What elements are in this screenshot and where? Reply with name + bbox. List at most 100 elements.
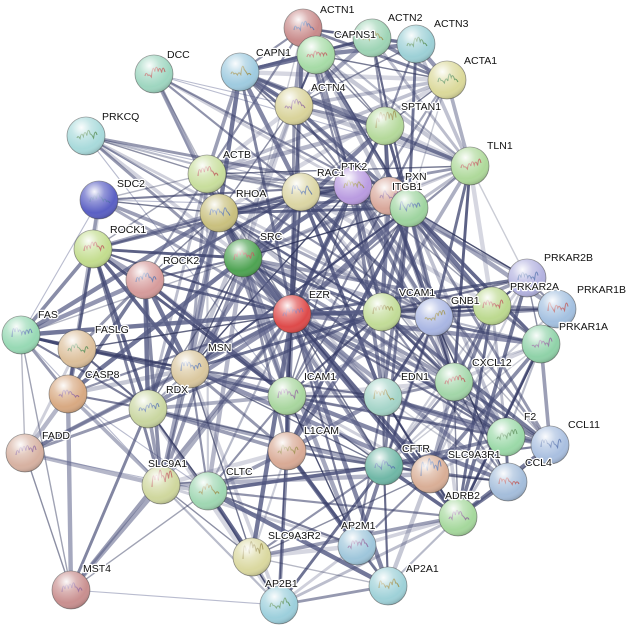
node-edn1[interactable] bbox=[363, 377, 403, 417]
node-label-prkar1b: PRKAR1B bbox=[577, 284, 626, 296]
node-actn4-gloss bbox=[275, 87, 313, 125]
node-ap2m1[interactable] bbox=[337, 526, 377, 566]
edge-prkcq-icam1 bbox=[85, 135, 288, 397]
edge-acta1-actb bbox=[205, 78, 449, 176]
node-rock2-gloss bbox=[126, 261, 164, 299]
node-tln1[interactable] bbox=[450, 146, 490, 186]
node-faslg[interactable] bbox=[57, 329, 97, 369]
node-acta1[interactable] bbox=[427, 60, 467, 100]
edge-ezr-faslg bbox=[76, 313, 293, 350]
node-cftr[interactable] bbox=[364, 446, 404, 486]
node-label-sptan1: SPTAN1 bbox=[401, 101, 441, 113]
edge-slc9a3r2-ap2a1 bbox=[251, 556, 389, 587]
node-prkcq[interactable] bbox=[66, 116, 106, 156]
edge-cltc-ap2m1 bbox=[206, 489, 359, 548]
node-msn[interactable] bbox=[170, 349, 210, 389]
node-rdx[interactable] bbox=[128, 389, 168, 429]
node-casp8[interactable] bbox=[48, 374, 88, 414]
edge-rhoa-vcam1 bbox=[217, 211, 384, 314]
node-cxcl12[interactable] bbox=[434, 362, 474, 402]
node-label-icam1: ICAM1 bbox=[304, 371, 336, 383]
node-slc9a3r2[interactable] bbox=[232, 537, 272, 577]
node-fas[interactable] bbox=[1, 315, 41, 355]
node-label-ccl4: CCL4 bbox=[525, 457, 552, 469]
edge-mst4-cltc bbox=[70, 490, 209, 591]
node-l1cam-gloss bbox=[268, 432, 306, 470]
node-ap2b1[interactable] bbox=[259, 585, 299, 625]
node-ptk2[interactable] bbox=[333, 166, 373, 206]
edge-rock2-slc9a1 bbox=[143, 278, 163, 487]
node-rac1[interactable] bbox=[281, 172, 321, 212]
node-label-f2: F2 bbox=[524, 411, 536, 423]
node-label-src: SRC bbox=[260, 231, 283, 243]
node-capn1[interactable] bbox=[220, 52, 260, 92]
node-msn-gloss bbox=[171, 350, 209, 388]
node-casp8-gloss bbox=[49, 375, 87, 413]
node-f2[interactable] bbox=[486, 417, 526, 457]
node-ccl4[interactable] bbox=[488, 462, 528, 502]
node-ap2b1-gloss bbox=[260, 586, 298, 624]
node-capns1[interactable] bbox=[296, 35, 336, 75]
node-rhoa[interactable] bbox=[199, 193, 239, 233]
node-l1cam[interactable] bbox=[267, 431, 307, 471]
node-vcam1[interactable] bbox=[362, 292, 402, 332]
node-actn4[interactable] bbox=[274, 86, 314, 126]
edge-fas-mst4 bbox=[20, 334, 72, 591]
node-cltc[interactable] bbox=[188, 471, 228, 511]
edge-tln1-ptk2 bbox=[351, 164, 472, 188]
node-prkar2b-gloss bbox=[508, 259, 546, 297]
node-adrb2[interactable] bbox=[438, 497, 478, 537]
node-slc9a1[interactable] bbox=[141, 465, 181, 505]
node-gnb1-gloss bbox=[415, 298, 453, 336]
node-label-casp8: CASP8 bbox=[85, 369, 120, 381]
node-label-sdc2: SDC2 bbox=[117, 178, 145, 190]
node-dcc[interactable] bbox=[134, 54, 174, 94]
node-label-actn1: ACTN1 bbox=[320, 4, 355, 16]
node-label-l1cam: L1CAM bbox=[304, 425, 339, 437]
edge-rock1-src bbox=[91, 247, 245, 260]
edge-fadd-mst4 bbox=[24, 452, 72, 591]
node-label-actn2: ACTN2 bbox=[388, 12, 423, 24]
node-actn2[interactable] bbox=[352, 18, 392, 58]
node-label-slc9a1: SLC9A1 bbox=[148, 458, 187, 470]
edge-cftr-ap2a1 bbox=[382, 464, 390, 588]
node-prkar1b[interactable] bbox=[537, 289, 577, 329]
node-gnb1[interactable] bbox=[414, 297, 454, 337]
node-slc9a3r1[interactable] bbox=[410, 454, 450, 494]
node-label-adrb2: ADRB2 bbox=[445, 490, 480, 502]
node-ptk2-gloss bbox=[334, 167, 372, 205]
node-actb[interactable] bbox=[187, 154, 227, 194]
node-ezr[interactable] bbox=[272, 294, 312, 334]
node-src[interactable] bbox=[223, 238, 263, 278]
node-prkar1a-gloss bbox=[522, 325, 560, 363]
node-mst4[interactable] bbox=[51, 570, 91, 610]
edge-acta1-actn4 bbox=[292, 78, 449, 108]
edge-casp8-slc9a1 bbox=[66, 392, 163, 487]
node-label-faslg: FASLG bbox=[95, 324, 129, 336]
node-ap2a1-gloss bbox=[369, 567, 407, 605]
node-rock1[interactable] bbox=[73, 229, 113, 269]
node-ccl11[interactable] bbox=[530, 425, 570, 465]
node-tln1-gloss bbox=[451, 147, 489, 185]
edge-dcc-ptk2 bbox=[152, 72, 355, 188]
node-sdc2[interactable] bbox=[79, 180, 119, 220]
node-ap2a1[interactable] bbox=[368, 566, 408, 606]
edge-itgb1-msn bbox=[188, 206, 411, 371]
node-prkar2b[interactable] bbox=[507, 258, 547, 298]
node-capns1-gloss bbox=[297, 36, 335, 74]
node-actn3[interactable] bbox=[396, 24, 436, 64]
node-rock2[interactable] bbox=[125, 260, 165, 300]
node-prkar1a[interactable] bbox=[521, 324, 561, 364]
edge-sdc2-fas bbox=[20, 199, 100, 336]
node-icam1[interactable] bbox=[267, 376, 307, 416]
node-itgb1[interactable] bbox=[389, 188, 429, 228]
node-prkar2a[interactable] bbox=[472, 286, 512, 326]
node-fadd[interactable] bbox=[5, 433, 45, 473]
node-acta1-gloss bbox=[428, 61, 466, 99]
edge-dcc-rac1 bbox=[152, 72, 303, 194]
node-slc9a3r1-gloss bbox=[411, 455, 449, 493]
edge-src-prkar2a bbox=[241, 256, 494, 308]
node-sptan1[interactable] bbox=[365, 106, 405, 146]
edge-actb-ptk2 bbox=[205, 172, 355, 188]
